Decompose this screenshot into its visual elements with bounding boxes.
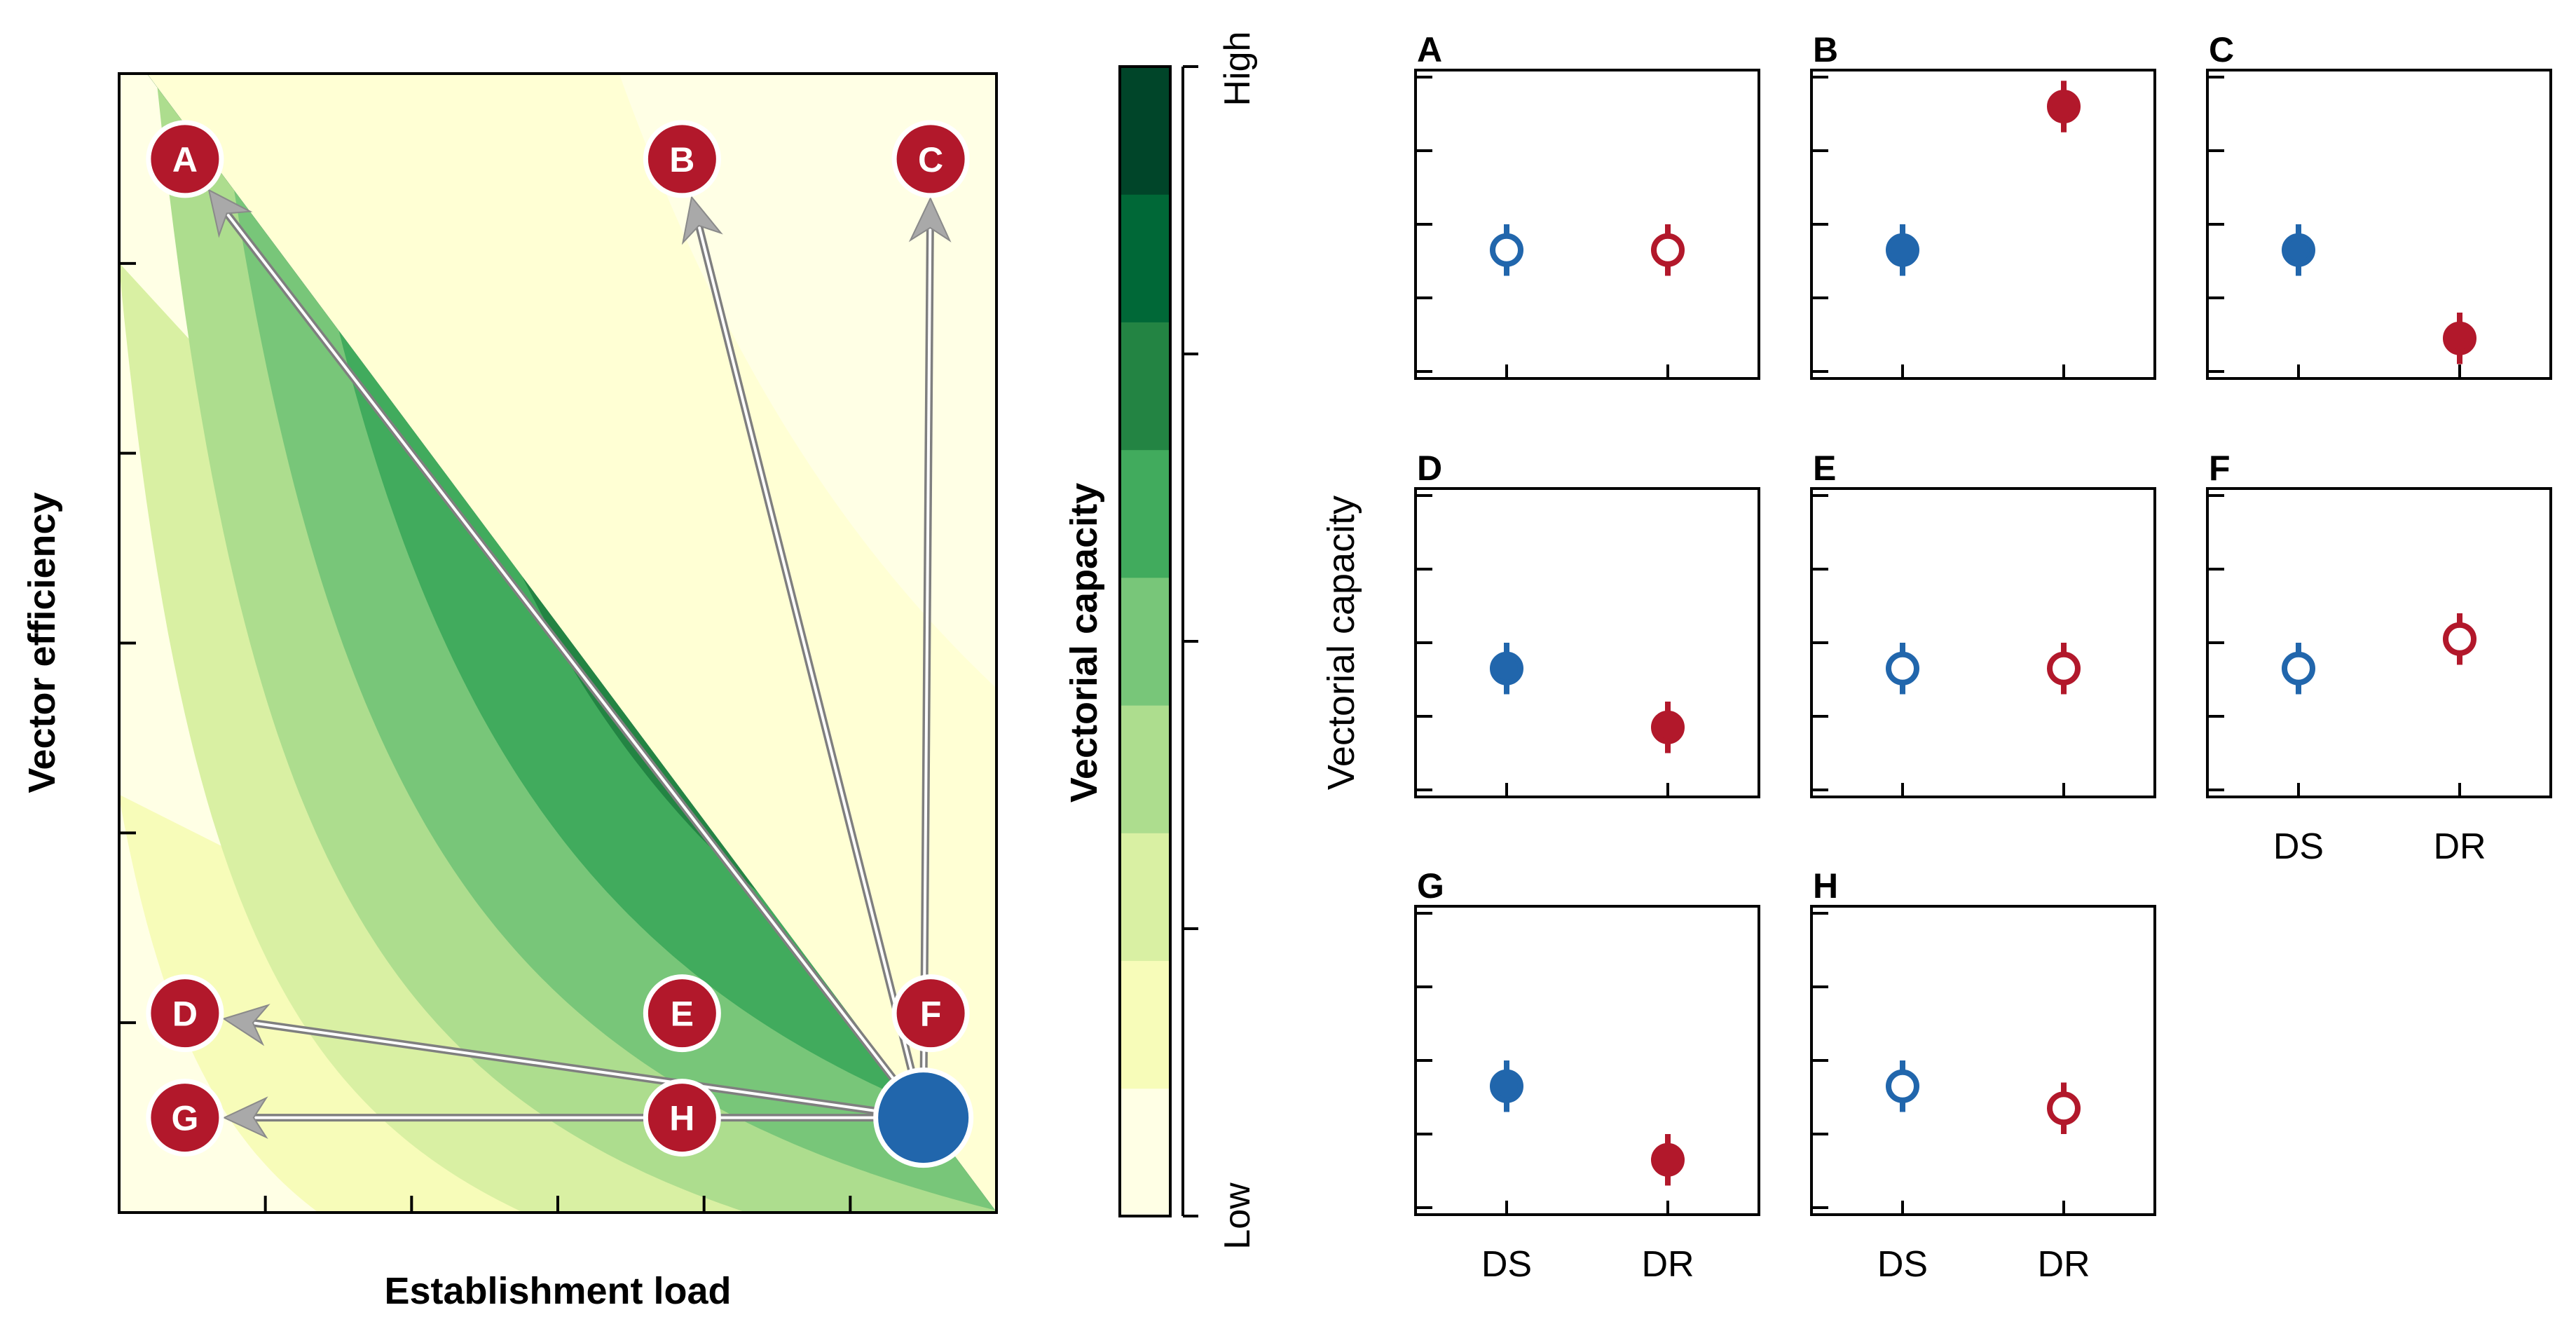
data-point: [2282, 233, 2315, 267]
colorbar-band: [1120, 322, 1170, 451]
panel-frame: [1414, 69, 1760, 380]
x-tick-label: DS: [1877, 1244, 1928, 1285]
start-point-marker: [873, 1067, 974, 1168]
data-point: [1886, 233, 1919, 267]
colorbar-low-label: Low: [1217, 1182, 1258, 1250]
data-point: [1490, 1069, 1523, 1103]
arrow-layer: [207, 189, 952, 1139]
data-point: [1651, 233, 1685, 267]
data-point: [2047, 90, 2081, 123]
panel-label: E: [1813, 449, 1836, 488]
point-label: F: [920, 995, 942, 1034]
point-marker: [146, 974, 224, 1053]
point-label: C: [918, 140, 943, 179]
panel-e: E: [1810, 449, 2156, 798]
panel-g: G DS DR: [1414, 866, 1760, 1285]
colorbar-band: [1120, 960, 1170, 1089]
x-tick-label: DS: [2273, 826, 2324, 867]
data-point: [1651, 1142, 1685, 1177]
colorbar-frame: [1118, 65, 1172, 1217]
point-label: G: [171, 1099, 198, 1138]
x-axis-title: Establishment load: [384, 1270, 731, 1312]
panel-frame: [1810, 487, 2156, 798]
small-multiples-y-title: Vectorial capacity: [1320, 496, 1362, 790]
panel-a: A: [1414, 30, 1760, 380]
data-point: [2282, 651, 2315, 685]
arrow-head: [222, 1096, 268, 1139]
colorbar-band: [1120, 577, 1170, 706]
x-tick-label: DR: [2433, 826, 2486, 867]
arrow-shaft: [697, 222, 915, 1079]
panel-d: D: [1414, 449, 1760, 798]
data-point: [1886, 1069, 1919, 1103]
point-label: D: [172, 995, 198, 1034]
arrow-shaft: [922, 224, 932, 1077]
colorbar-band: [1120, 833, 1170, 962]
panel-frame: [1810, 69, 2156, 380]
arrow-head: [908, 196, 952, 243]
y-axis-title: Vector efficiency: [21, 492, 63, 793]
panel-frame: [2206, 69, 2552, 380]
data-point: [2443, 321, 2476, 355]
colorbar-band: [1120, 194, 1170, 322]
panel-label: A: [1417, 30, 1442, 69]
arrow-head: [221, 1004, 270, 1046]
point-label: E: [671, 995, 694, 1034]
point-marker: [891, 120, 970, 198]
point-label: A: [172, 140, 198, 179]
x-tick-label: DR: [1641, 1244, 1694, 1285]
panel-f: F DS DR: [2206, 449, 2552, 867]
point-marker: [643, 1079, 721, 1157]
panel-label: F: [2209, 449, 2231, 488]
panel-label: H: [1813, 866, 1838, 906]
arrow-shaft: [224, 210, 900, 1086]
panel-label: C: [2209, 30, 2234, 69]
panel-label: B: [1813, 30, 1838, 69]
point-marker: [146, 120, 224, 198]
contour-band: [146, 74, 996, 1213]
panel-label: D: [1417, 449, 1442, 488]
panel-frame: [1414, 905, 1760, 1216]
data-point: [1490, 233, 1523, 267]
point-marker: [891, 974, 970, 1053]
point-marker: [643, 120, 721, 198]
colorbar-title: Vectorial capacity: [1063, 483, 1105, 803]
colorbar-band: [1120, 1088, 1170, 1217]
panel-frame: [1414, 487, 1760, 798]
data-point: [2443, 622, 2476, 656]
colorbar-band: [1120, 705, 1170, 833]
small-multiples: A B C D E F DS DR G DS DR H DS DR: [1414, 30, 2552, 1285]
colorbar-ticks: [1183, 65, 1198, 1217]
colorbar-bands: [1120, 67, 1170, 1217]
data-point: [2047, 1091, 2081, 1126]
panel-h: H DS DR: [1810, 866, 2156, 1285]
contour-bands: [119, 74, 996, 1213]
point-layer: A B C D E F G H: [146, 120, 974, 1168]
colorbar-band: [1120, 67, 1170, 195]
colorbar: High Low Vectorial capacity: [1063, 32, 1258, 1250]
panel-c: C: [2206, 30, 2552, 380]
data-point: [1886, 651, 1919, 685]
panel-label: G: [1417, 866, 1444, 906]
arrow-shaft: [249, 1021, 884, 1114]
arrow-head: [207, 189, 253, 238]
contour-ticks: [119, 261, 852, 1213]
contour-panel: A B C D E F G H Establishment load Vector effic…: [21, 72, 998, 1312]
data-point: [2047, 651, 2081, 685]
arrow-head: [681, 195, 723, 245]
point-label: H: [669, 1099, 694, 1138]
data-point: [1490, 651, 1523, 685]
point-marker: [146, 1079, 224, 1157]
panel-b: B: [1810, 30, 2156, 380]
x-tick-label: DS: [1481, 1244, 1532, 1285]
colorbar-band: [1120, 449, 1170, 578]
colorbar-high-label: High: [1217, 32, 1258, 107]
panel-frame: [1810, 905, 2156, 1216]
panel-frame: [2206, 487, 2552, 798]
point-label: B: [669, 140, 694, 179]
point-marker: [643, 974, 721, 1053]
x-tick-label: DR: [2037, 1244, 2090, 1285]
data-point: [1651, 710, 1685, 744]
